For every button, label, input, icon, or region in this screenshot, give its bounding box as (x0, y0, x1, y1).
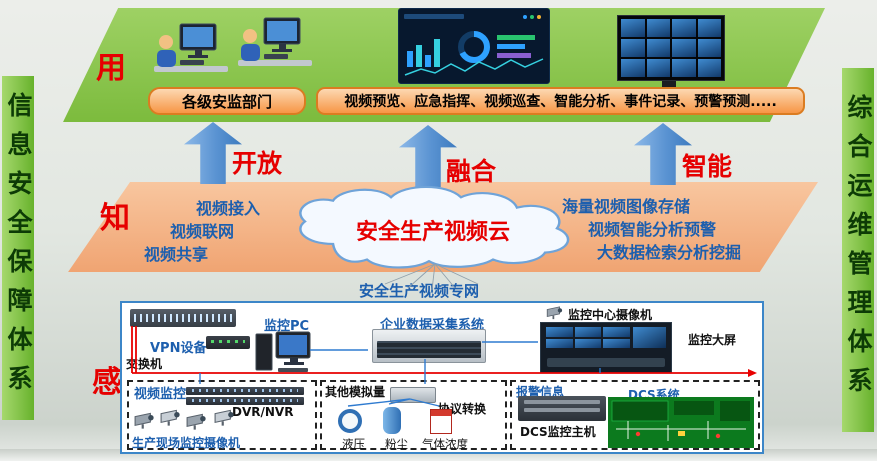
sensor-label-dust: 粉尘 (385, 437, 408, 451)
dvr-label: DVR/NVR (232, 405, 294, 419)
camera-icon (160, 409, 180, 426)
video-monitor-title: 视频监控 (134, 387, 187, 402)
dvr-icon (186, 397, 304, 405)
arrow-label-fusion: 融合 (446, 157, 497, 186)
use-layer-tag: 用 (96, 51, 126, 86)
dashboard-charts-icon (404, 14, 544, 76)
video-wall-stand (662, 81, 676, 90)
pc-icon (255, 331, 311, 372)
analog-title: 其他模拟量 (325, 385, 386, 399)
sensor-label-hydraulic: 液压 (342, 437, 365, 451)
switch-label: 交换机 (126, 357, 163, 371)
sense-layer-box: VPN设备 交换机 监控PC 企业数据采集系统 监控中心摄像机 监控大屏 (120, 301, 764, 454)
dcs-group (510, 380, 760, 450)
video-wall-icon (617, 15, 725, 81)
screen-cell (646, 39, 670, 57)
know-item-video-network: 视频联网 (170, 222, 235, 241)
know-item-bigdata: 大数据检索分析挖掘 (597, 243, 742, 262)
control-room-console (547, 358, 665, 367)
cloud-title: 安全生产视频云 (355, 220, 510, 245)
functions-box: 视频预览、应急指挥、视频巡查、智能分析、事件记录、预警预测..... (316, 87, 805, 115)
sensor-label-gas: 气体浓度 (422, 437, 468, 451)
know-layer-tag: 知 (100, 201, 130, 236)
switch-icon (130, 309, 236, 327)
screen-cell (621, 59, 645, 77)
screen-cell (672, 39, 696, 57)
left-banner: 信息安全保障体系 (2, 76, 34, 420)
vpn-label: VPN设备 (150, 341, 207, 356)
right-banner: 综合运维管理体系 (842, 68, 874, 432)
arrow-label-intelligent: 智能 (682, 152, 733, 181)
know-item-video-access: 视频接入 (196, 199, 261, 218)
screen-cell (697, 39, 721, 57)
dcs-screen-icon (608, 397, 754, 448)
camera-icon (134, 412, 154, 429)
control-room-icon (540, 322, 672, 373)
camera-icon (546, 306, 563, 320)
dvr-icon (186, 387, 304, 395)
camera-icon (214, 409, 234, 426)
know-item-analysis: 视频智能分析预警 (588, 220, 717, 239)
screen-cell (672, 19, 696, 37)
private-network-label: 安全生产视频专网 (359, 282, 480, 300)
cylinder-icon (383, 407, 401, 434)
screen-cell (621, 19, 645, 37)
server-icon (372, 329, 486, 363)
screen-cell (697, 19, 721, 37)
screen-cell (672, 59, 696, 77)
control-room-screens (546, 327, 630, 348)
dashboard-screen (398, 8, 550, 84)
site-cameras-label: 生产现场监控摄像机 (132, 436, 241, 450)
know-item-video-share: 视频共享 (144, 245, 209, 264)
gauge-icon (338, 409, 362, 433)
detector-icon (430, 409, 452, 434)
know-item-storage: 海量视频图像存储 (562, 197, 691, 216)
camera-icon (186, 413, 206, 430)
screen-cell (697, 59, 721, 77)
dcs-host-icon (518, 396, 606, 421)
cloud-icon (299, 185, 570, 269)
screen-cell (646, 59, 670, 77)
screen-cell (646, 19, 670, 37)
control-room-big-screen (633, 327, 666, 348)
dcs-host-label: DCS监控主机 (520, 425, 596, 439)
arrow-label-open: 开放 (232, 149, 283, 178)
vpn-device-icon (206, 336, 250, 349)
workstation-icon (154, 17, 312, 72)
center-camera-label: 监控中心摄像机 (568, 308, 653, 322)
screen-cell (621, 39, 645, 57)
sense-layer-tag: 感 (92, 365, 122, 400)
department-box: 各级安监部门 (148, 87, 306, 115)
converter-icon (390, 387, 436, 403)
big-screen-label: 监控大屏 (688, 333, 737, 347)
